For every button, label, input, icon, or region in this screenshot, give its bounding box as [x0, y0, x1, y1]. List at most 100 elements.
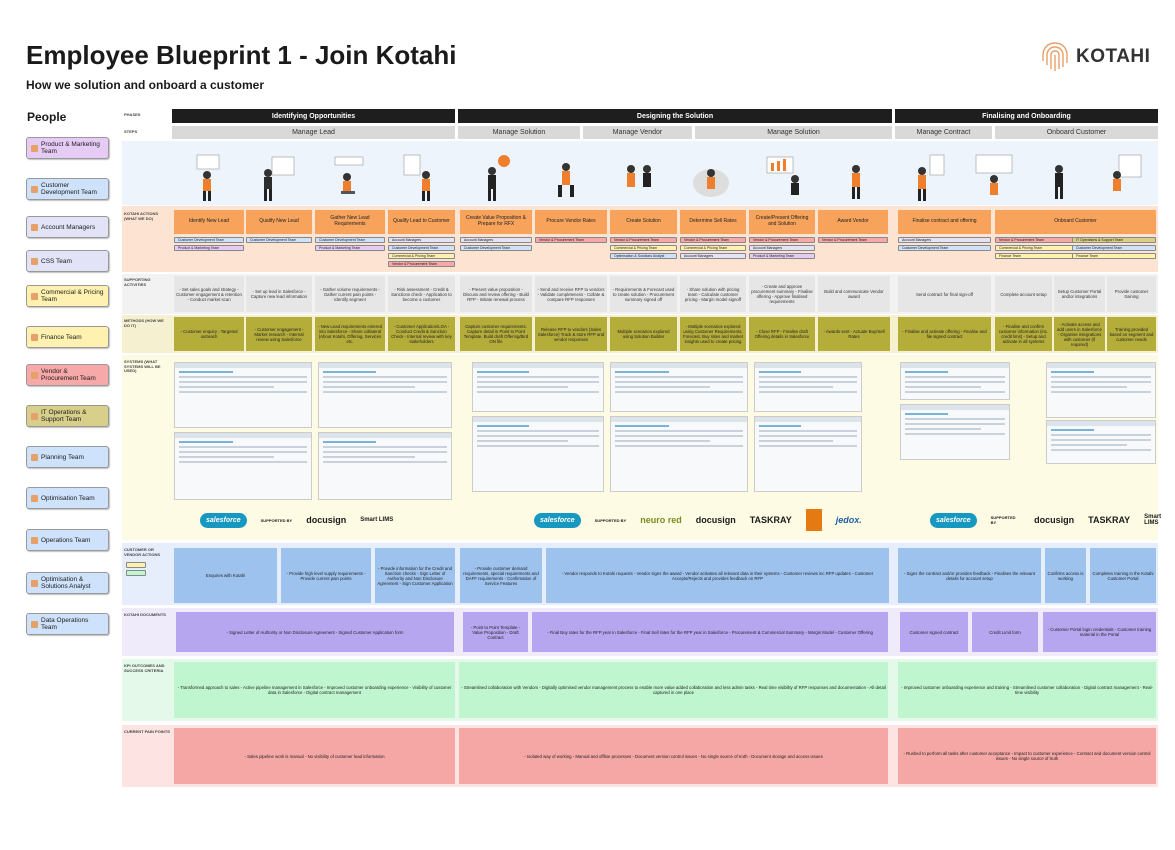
vendor-logos-2: salesforce SUPPORTED BY neuro red docusi…	[534, 505, 862, 535]
system-screenshot	[174, 432, 312, 500]
vendor-logos-1: salesforce SUPPORTED BY docusign Smart L…	[200, 505, 393, 535]
stage-manage-lead: Manage Lead	[172, 126, 455, 139]
team-tag: Account Managers	[460, 237, 532, 243]
kotahi-action: Create Value Proposition & Prepare for R…	[460, 210, 532, 234]
method: Training provided based on segment and c…	[1107, 317, 1156, 351]
method: - Finalise and confirm customer informat…	[995, 317, 1052, 351]
fingerprint-icon	[1042, 42, 1068, 71]
person-illustration	[403, 154, 430, 201]
method: - Multiple scenarios explored using Cust…	[680, 317, 746, 351]
team-icon	[31, 536, 38, 544]
vendor-badge-icon	[805, 509, 822, 531]
people-team: Optimisation & Solutions Analyst	[26, 572, 109, 594]
team-tag: Customer Development Team	[315, 237, 385, 243]
team-tag: Finance Team	[995, 253, 1075, 259]
team-label: Vendor & Procurement Team	[41, 368, 96, 382]
salesforce-logo: salesforce	[930, 512, 977, 528]
team-tag: IT Operations & Support Team	[1072, 237, 1156, 243]
kotahi-action: Determine Sell Rates	[680, 210, 746, 234]
team-tag: Vendor & Procurement Team	[995, 237, 1075, 243]
system-screenshot	[472, 362, 604, 412]
team-tag: Customer Development Team	[898, 245, 991, 251]
customer-action: - Provide information for the Credit and…	[375, 548, 455, 603]
system-screenshot	[610, 362, 748, 412]
customer-action: Completes training in the Kotahi Custome…	[1090, 548, 1156, 603]
salesforce-logo: salesforce	[200, 512, 247, 528]
label-steps: STEPS	[124, 129, 138, 134]
people-team: Customer Development Team	[26, 178, 109, 200]
person-illustration	[264, 156, 295, 201]
team-tag: Commercial & Pricing Team	[388, 253, 455, 259]
supporting-activity: - Present value proposition - Discuss an…	[460, 276, 532, 312]
team-icon	[31, 579, 38, 587]
stage-manage-contract: Manage Contract	[895, 126, 992, 139]
label-supporting: SUPPORTING ACTIVITIES	[124, 277, 151, 287]
team-icon	[31, 257, 38, 265]
system-screenshot	[1046, 420, 1156, 464]
page-subtitle: How we solution and onboard a customer	[26, 78, 265, 92]
system-screenshot	[754, 416, 862, 492]
customer-action: - Signs the contract and/or provides fee…	[898, 548, 1041, 603]
kotahi-document: - Point to Point Template - Value Propos…	[463, 612, 528, 652]
people-team: Vendor & Procurement Team	[26, 364, 109, 386]
people-team: Commercial & Pricing Team	[26, 285, 109, 307]
docusign-logo: docusign	[306, 515, 347, 525]
team-tag: Product & Marketing Team	[174, 245, 244, 251]
docusign-logo: docusign	[1034, 515, 1075, 525]
phase-finalising: Finalising and Onboarding	[895, 109, 1158, 123]
team-icon	[31, 371, 38, 379]
system-screenshot	[610, 416, 748, 492]
team-tag: Vendor & Procurement Team	[680, 237, 746, 243]
team-tag: Optimisation & Solutions Analyst	[610, 253, 677, 259]
label-methods: METHODS (HOW WE DO IT)	[124, 318, 164, 328]
stage-manage-vendor: Manage Vendor	[583, 126, 692, 139]
supporting-activity: - Set up lead in Salesforce - Capture ne…	[246, 276, 312, 312]
team-tag: Commercial & Pricing Team	[610, 245, 677, 251]
person-illustration	[693, 169, 730, 197]
team-label: Product & Marketing Team	[41, 141, 100, 155]
team-label: Operations Team	[41, 536, 91, 544]
supporting-activity: Build and communicate Vendor award	[818, 276, 890, 312]
taskray-logo: TASKRAY	[749, 515, 792, 525]
action-team-tags: Customer Development Team	[246, 237, 312, 243]
kotahi-document: - Final Buy rates for the RFP year in Sa…	[532, 612, 888, 652]
person-illustration	[851, 165, 860, 199]
people-team: Account Managers	[26, 216, 109, 238]
kotahi-document: Credit Limit form	[972, 612, 1038, 652]
legend-tag	[126, 570, 146, 576]
label-documents: KOTAHI DOCUMENTS	[124, 612, 166, 617]
person-illustration	[488, 155, 511, 201]
team-icon	[31, 494, 38, 502]
kotahi-action: Procure Vendor Rates	[535, 210, 607, 234]
team-tag: Finance Team	[1072, 253, 1156, 259]
team-tag: Product & Marketing Team	[749, 253, 815, 259]
label-kpi: KPI OUTCOMES AND SUCCESS CRITERIA	[124, 663, 165, 673]
neurored-logo: neuro red	[640, 515, 682, 525]
supported-by-label: SUPPORTED BY	[990, 515, 1016, 525]
jedox-logo: jedox.	[835, 515, 862, 525]
people-team: Optimisation Team	[26, 487, 109, 509]
person-illustration	[975, 154, 1012, 195]
team-tag: Account Managers	[680, 253, 746, 259]
label-pain: CURRENT PAIN POINTS	[124, 729, 170, 734]
logo-wordmark: KOTAHI	[1076, 46, 1151, 67]
person-illustration	[917, 154, 945, 201]
people-team: Operations Team	[26, 529, 109, 551]
method: - Customer Application/LOA - Conduct Cre…	[388, 317, 455, 351]
action-team-tags: Vendor & Procurement Team	[535, 237, 607, 243]
team-label: CSS Team	[41, 257, 72, 265]
method: - Activate access and add users in Sales…	[1054, 317, 1105, 351]
team-tag: Customer Development Team	[174, 237, 244, 243]
supporting-activity: Setup Customer Portal and/or integration…	[1054, 276, 1105, 312]
supporting-activity: - Risk assessment - Credit & Sanctions c…	[388, 276, 455, 312]
customer-action: - Vendor responds to Kotahi requests - V…	[546, 548, 889, 603]
team-tag: Vendor & Procurement Team	[818, 237, 888, 243]
team-label: IT Operations & Support Team	[41, 409, 87, 423]
kotahi-document: - Customer Portal login credentials - Cu…	[1043, 612, 1156, 652]
kotahi-action: Finalise contract and offering	[898, 210, 991, 234]
team-icon	[31, 620, 38, 628]
smartlims-logo: Smart LIMS	[360, 517, 394, 523]
